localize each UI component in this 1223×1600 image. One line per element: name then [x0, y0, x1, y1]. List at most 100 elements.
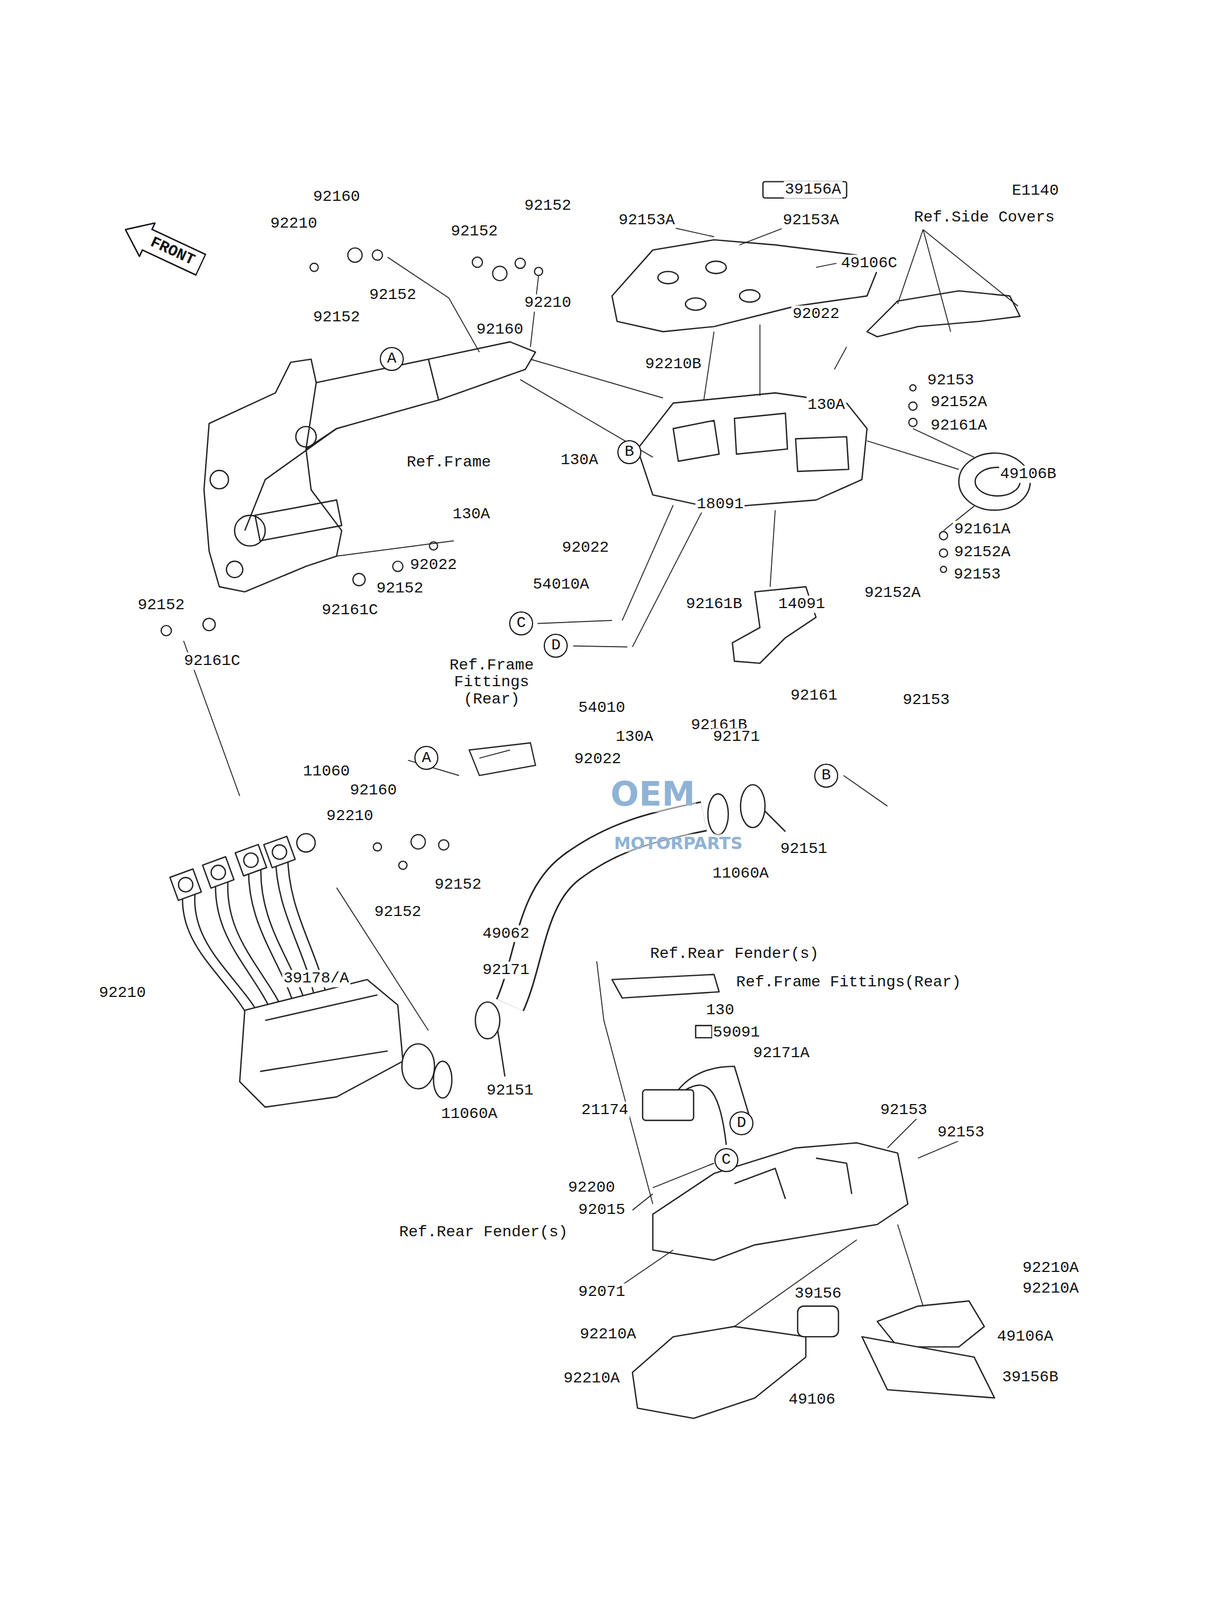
reference-letter: C — [516, 614, 526, 632]
exhaust-drawing-part — [259, 994, 388, 1071]
exhaust-drawing-part — [170, 835, 296, 901]
fender-drawing-part — [611, 974, 719, 998]
callout-number: 92152 — [523, 197, 573, 215]
callout-number: 92071 — [577, 1282, 627, 1300]
callout-number: 92171 — [712, 727, 762, 746]
diagram-code: E1140 — [1010, 182, 1060, 200]
hardware-drawing-part — [347, 247, 363, 263]
exhaust-drawing-part — [211, 864, 226, 880]
callout-number: 92160 — [312, 188, 362, 206]
reference-note: Ref.Rear Fender(s) — [649, 945, 820, 963]
reference-note: Ref.Side Covers — [912, 208, 1056, 226]
callout-number: 92153 — [952, 565, 1002, 583]
callout-number: 92152 — [368, 286, 418, 304]
hardware-drawing-part — [438, 839, 449, 850]
callout-number: 92200 — [567, 1178, 617, 1197]
frame-drawing-part — [244, 359, 439, 531]
exhaust-drawing-part — [740, 784, 766, 828]
exhaust-drawing-part — [170, 868, 202, 901]
callout-number: 92210 — [523, 294, 573, 312]
watermark: OEM — [609, 775, 697, 812]
reference-letter: D — [736, 1114, 747, 1132]
callout-number: 92152A — [929, 393, 989, 411]
frame-drawing-part — [254, 499, 342, 541]
reference-circle: C — [509, 611, 534, 636]
callout-number: 92153A — [617, 211, 676, 230]
hardware-drawing-part — [940, 566, 947, 573]
exhaust-drawing-part — [498, 810, 786, 1077]
callout-number: 92153 — [878, 1101, 928, 1119]
callout-number: 39156A — [783, 181, 843, 199]
cover-drawing-part — [762, 181, 847, 198]
reference-circle: A — [379, 346, 404, 371]
callout-number: 49062 — [481, 924, 531, 942]
cover-drawing-part — [637, 392, 868, 509]
reference-letter: C — [721, 1151, 732, 1169]
fender-drawing-part — [632, 1326, 806, 1419]
callout-number: 49106B — [998, 465, 1058, 483]
frame-drawing-part — [226, 561, 243, 578]
fender-drawing-part — [734, 1157, 852, 1199]
callout-number: 92210A — [1021, 1279, 1080, 1298]
hardware-drawing-part — [411, 834, 426, 849]
frame-drawing-part — [295, 426, 317, 448]
callout-number: 59091 — [712, 1023, 762, 1042]
callout-number: 92171A — [752, 1043, 811, 1062]
fender-drawing-part — [695, 1025, 712, 1038]
callout-number: 92152A — [953, 543, 1012, 561]
callout-number: 92152 — [312, 308, 362, 326]
hardware-drawing-part — [161, 625, 172, 636]
cover-drawing-part — [611, 239, 878, 332]
callout-number: 92022 — [791, 305, 841, 323]
hardware-drawing — [161, 247, 948, 869]
callout-number: 49106C — [839, 254, 899, 272]
callout-number: 92152A — [863, 583, 922, 602]
exhaust-drawing-part — [296, 833, 316, 852]
callout-number: 92210 — [269, 214, 319, 232]
reference-circle: D — [729, 1110, 754, 1135]
callout-number: 54010A — [532, 576, 591, 594]
hardware-drawing-part — [909, 384, 916, 391]
exhaust-drawing-part — [707, 793, 729, 835]
callout-number: 92210A — [1021, 1259, 1080, 1277]
callout-number: 49106A — [996, 1327, 1055, 1346]
callout-number: 92022 — [561, 539, 611, 557]
callout-number: 92153 — [936, 1123, 986, 1142]
callout-number: 39156 — [793, 1284, 843, 1303]
callout-number: 130A — [806, 396, 847, 414]
callout-number: 92151 — [485, 1081, 535, 1100]
callout-number: 92160 — [348, 781, 398, 800]
hardware-drawing-part — [310, 263, 319, 272]
reference-note: Ref.Frame Fittings (Rear) — [448, 656, 535, 708]
exhaust-drawing-part — [178, 877, 193, 892]
fender-drawing — [611, 974, 995, 1419]
hardware-drawing-part — [472, 257, 483, 268]
callout-number: 92161B — [684, 595, 744, 613]
reference-note: Ref.Frame — [405, 453, 492, 471]
callout-number: 21174 — [580, 1101, 630, 1119]
exhaust-drawing-part — [202, 856, 234, 888]
callout-number: 92161C — [320, 601, 380, 619]
fender-drawing-part — [862, 1336, 995, 1398]
callout-number: 92022 — [573, 750, 623, 768]
callout-number: 92161A — [929, 416, 989, 434]
callout-number: 92153 — [901, 690, 951, 709]
reference-circle: A — [414, 745, 439, 770]
exhaust-drawing-part — [243, 852, 259, 868]
callout-number: 54010 — [577, 699, 627, 717]
callout-number: 130A — [559, 451, 599, 469]
callout-number: 92152 — [449, 223, 499, 241]
callout-number: 92015 — [577, 1201, 627, 1219]
cover-drawing-part — [673, 413, 849, 472]
fender-drawing-part — [877, 1300, 985, 1347]
hardware-drawing-part — [492, 266, 507, 281]
callout-number: 18091 — [695, 495, 745, 513]
cover-drawing-part — [706, 260, 727, 274]
reference-letter: B — [624, 443, 635, 461]
callout-number: 92152 — [375, 579, 425, 598]
callout-number: 92210A — [562, 1369, 621, 1387]
exhaust-drawing-part — [263, 835, 296, 868]
callout-number: 14091 — [777, 595, 827, 613]
callout-number: 92160 — [475, 320, 525, 338]
callout-number: 92152 — [136, 596, 186, 614]
